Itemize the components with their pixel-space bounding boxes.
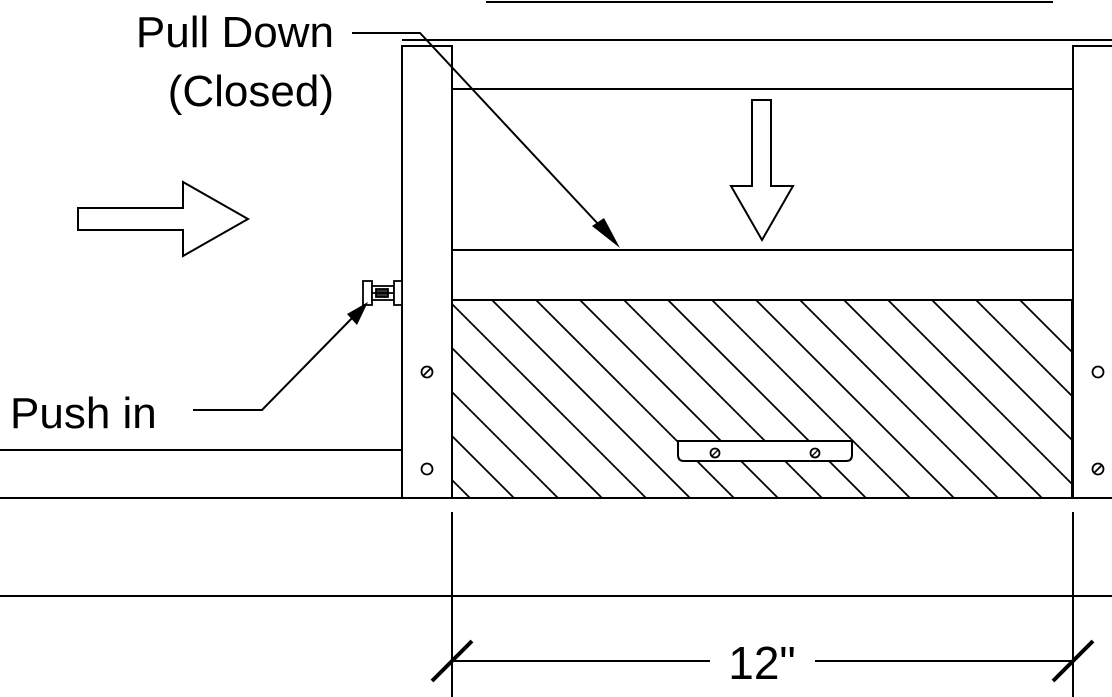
- screw-left-lower: [420, 462, 434, 476]
- left-post: [401, 45, 453, 499]
- dimension-tick-left: [430, 639, 474, 683]
- pull-down-leader: [352, 32, 620, 248]
- hatched-panel-border: [451, 299, 1073, 499]
- dimension-tick-right: [1051, 639, 1095, 683]
- pull-direction-arrow: [729, 99, 795, 243]
- latch-pin: [362, 280, 403, 306]
- handle-plate: [677, 440, 853, 462]
- push-in-label: Push in: [10, 389, 157, 438]
- push-direction-arrow: [77, 180, 251, 258]
- screw-right-lower: [1091, 462, 1105, 476]
- closed-label: (Closed): [168, 67, 334, 116]
- right-post: [1072, 45, 1112, 499]
- dimension-label: 12": [728, 637, 796, 689]
- push-in-leader: [193, 302, 368, 411]
- screw-left-upper: [420, 365, 434, 379]
- hatched-panel: [452, 300, 1072, 498]
- pull-down-label: Pull Down: [136, 8, 334, 57]
- screw-right-upper: [1091, 365, 1105, 379]
